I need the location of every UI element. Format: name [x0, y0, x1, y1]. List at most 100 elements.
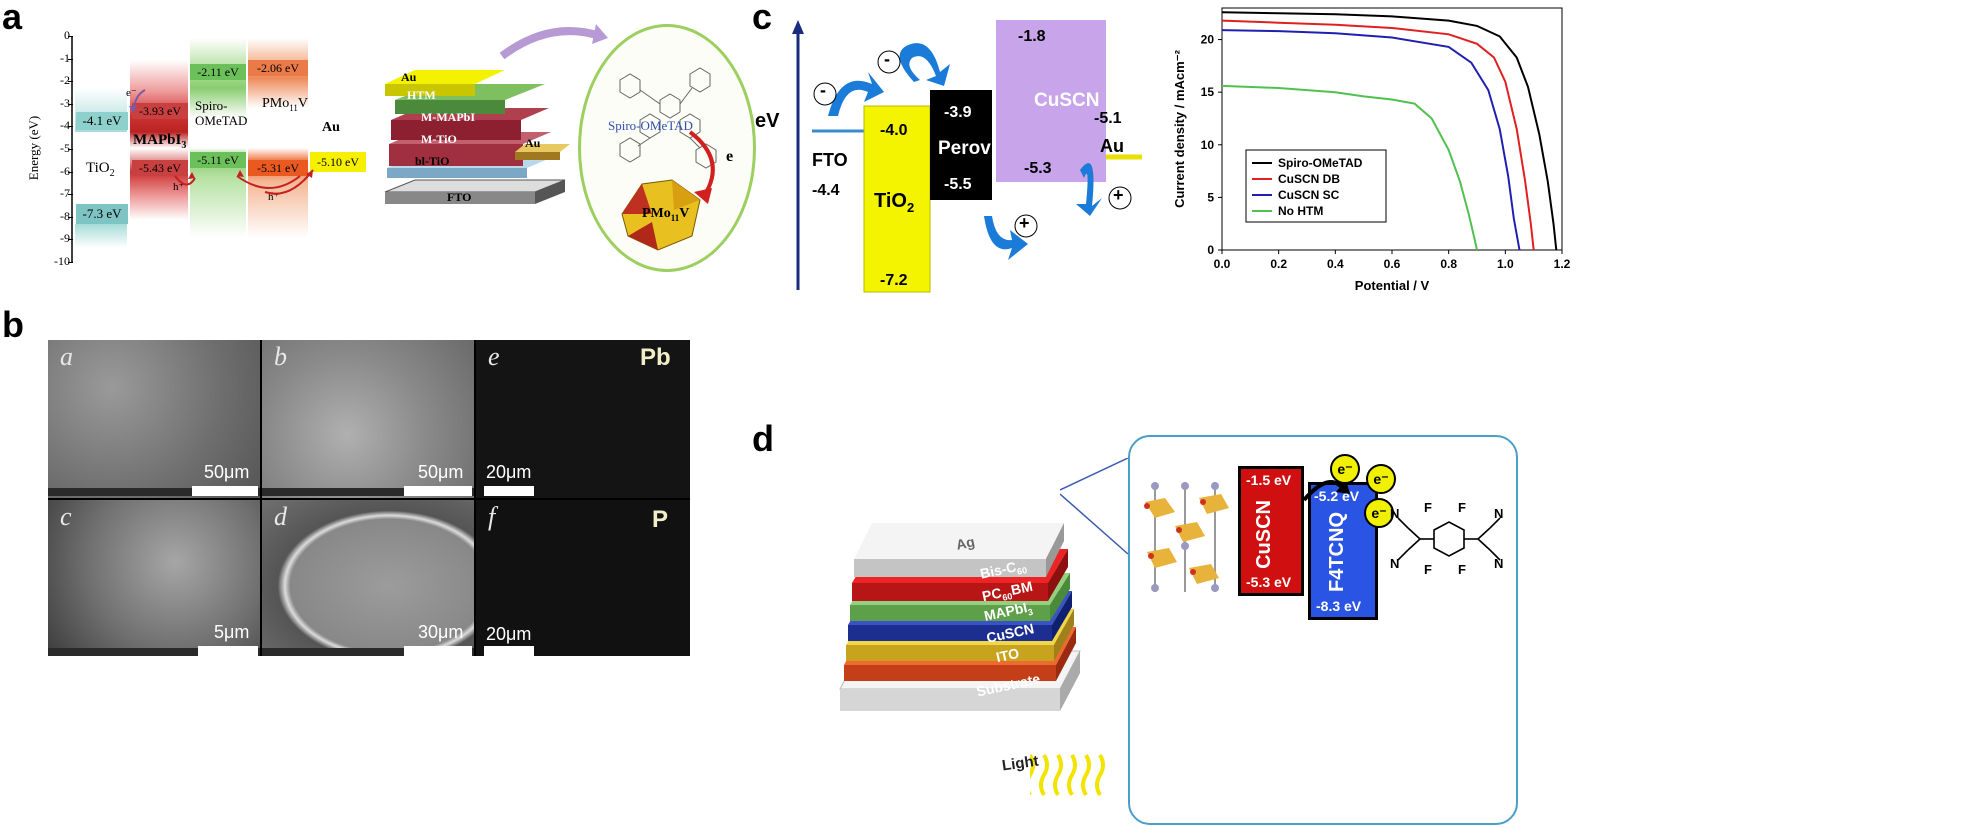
c-fto-name: FTO — [812, 150, 848, 170]
energy-tick-mark — [68, 262, 73, 263]
stack-a-layer-label: Au — [401, 70, 417, 84]
mapbi3-bottom-value: -5.43 eV — [132, 160, 188, 176]
energy-tick-mark — [68, 194, 73, 196]
electron-transfer-arrow — [688, 130, 715, 204]
c-tio2-top: -4.0 — [880, 122, 908, 139]
sem-sub-d: d — [274, 502, 287, 531]
stack-a-layer-label: HTM — [407, 88, 436, 102]
cuscn-crystal-drawing — [1144, 482, 1229, 592]
c-perov-bottom: -5.5 — [944, 176, 972, 193]
sem-scale-label-f: 20μm — [486, 624, 532, 644]
stack-a-layer-label: bl-TiO — [415, 154, 450, 168]
tio2-label: TiO2 — [86, 160, 115, 179]
spiro-name-2: OMeTAD — [195, 113, 248, 128]
energy-tick-label: -10 — [54, 254, 70, 268]
energy-tick-mark — [68, 81, 73, 83]
sem-scalebar-a — [192, 486, 258, 496]
pmo-bottom-value: -5.31 eV — [248, 160, 308, 176]
mapbi3-name: MAPbI — [133, 132, 182, 148]
c-tio2-bottom: -7.2 — [880, 272, 908, 289]
device-stack-a — [384, 70, 570, 204]
sem-scalebar-d — [404, 646, 472, 656]
stack-a-au-side-label: Au — [525, 136, 541, 150]
stack-a-layer-label: M-TiO — [421, 132, 457, 146]
sem-tile-a — [48, 340, 260, 498]
energy-tick-mark — [68, 126, 73, 128]
jv-legend-label: CuSCN DB — [1278, 172, 1340, 186]
sem-tile-b — [262, 340, 474, 498]
jv-y-tick-label: 5 — [1207, 190, 1214, 204]
sem-tile-e — [476, 340, 690, 498]
stack-a-layer-label: M-MAPbI — [421, 110, 475, 124]
energy-tick-mark — [68, 149, 73, 150]
hole-label-2: h⁺ — [268, 191, 280, 203]
pmo-name: PMo — [262, 96, 290, 111]
sem-scale-label-b: 50μm — [418, 462, 464, 482]
pmo-sub: 11 — [289, 102, 298, 113]
inset-connector-lines — [1060, 458, 1129, 555]
energy-tick-label: -3 — [60, 95, 70, 110]
inset-box — [1128, 435, 1518, 825]
f4tcnq-atom-f1: F — [1424, 500, 1432, 515]
energy-tick-mark — [68, 58, 73, 60]
tio2-bottom-text: -7.3 eV — [82, 206, 122, 221]
spiro-bottom-value: -5.11 eV — [190, 152, 246, 168]
spiro-label: Spiro-OMeTAD — [195, 98, 247, 128]
d-cuscn-bottom: -5.3 eV — [1246, 574, 1292, 590]
energy-tick-mark — [68, 36, 73, 37]
stack-d-layer-label: ITO — [994, 644, 1021, 666]
d-f4tcnq-bottom: -8.3 eV — [1316, 598, 1362, 614]
jv-x-tick-label: 0.6 — [1384, 257, 1401, 271]
hole-label-1: h⁺ — [173, 181, 185, 193]
d-cuscn-box — [1238, 466, 1304, 596]
jv-x-axis-label: Potential / V — [1355, 278, 1430, 293]
panel-d-light-wavy — [1030, 753, 1105, 797]
jv-legend-label: CuSCN SC — [1278, 188, 1340, 202]
panel-c-label: c — [752, 0, 773, 37]
f4tcnq-atom-n4: N — [1494, 556, 1504, 571]
jv-legend-label: Spiro-OMeTAD — [1278, 156, 1363, 170]
pmo-suffix: V — [297, 96, 309, 111]
f4tcnq-atom-n3: N — [1494, 506, 1504, 521]
panel-b-label: b — [2, 304, 24, 345]
jv-x-tick-label: 0.2 — [1270, 257, 1287, 271]
spiro-molecule-drawing — [619, 67, 717, 169]
pmo-top-value: -2.06 eV — [248, 60, 308, 76]
c-perov-name: Perov — [938, 138, 991, 159]
sem-scale-label-a: 50μm — [204, 462, 250, 482]
jv-x-tick-label: 0.0 — [1214, 257, 1231, 271]
d-cuscn-top: -1.5 eV — [1246, 472, 1292, 488]
tio2-sub: 2 — [109, 168, 115, 179]
energy-tick-label: -5 — [60, 141, 70, 155]
mapbi3-band — [130, 60, 188, 220]
c-plus-2: + — [1113, 185, 1124, 205]
c-tio2-sub: 2 — [906, 200, 915, 215]
jv-y-tick-label: 10 — [1201, 138, 1215, 152]
tio2-band-bottom — [75, 224, 127, 248]
d-f4tcnq-name: F4TCNQ — [1326, 512, 1348, 592]
energy-tick-mark — [68, 171, 73, 173]
jv-x-tick-label: 1.2 — [1554, 257, 1571, 271]
zoom-arrow — [500, 24, 608, 60]
jv-y-tick-label: 15 — [1201, 85, 1215, 99]
sem-scalebar-c — [198, 646, 258, 656]
jv-legend-label: No HTM — [1278, 204, 1323, 218]
sem-scale-label-c: 5μm — [214, 622, 250, 642]
panel-a-y-axis-label: Energy (eV) — [26, 115, 41, 181]
panel-a-arrows — [129, 89, 314, 195]
pmo-cluster-label: PMo11V — [642, 206, 689, 223]
sem-tile-d — [262, 500, 474, 656]
c-cuscn-bottom: -5.3 — [1024, 160, 1052, 177]
mapbi3-sub: 3 — [181, 140, 187, 151]
c-perov-top: -3.9 — [944, 104, 972, 121]
sem-sub-b: b — [274, 342, 287, 371]
f4tcnq-atom-f3: F — [1424, 562, 1432, 577]
sem-scalebar-f — [484, 646, 534, 656]
jv-x-tick-label: 0.8 — [1440, 257, 1457, 271]
sem-footer-a — [48, 488, 260, 496]
d-electron-2: e⁻ — [1366, 464, 1396, 494]
c-fto-value: -4.4 — [812, 182, 840, 199]
sem-element-p: P — [652, 506, 669, 533]
stack-a-layer-label: FTO — [447, 190, 472, 204]
panel-d-label: d — [752, 418, 774, 459]
